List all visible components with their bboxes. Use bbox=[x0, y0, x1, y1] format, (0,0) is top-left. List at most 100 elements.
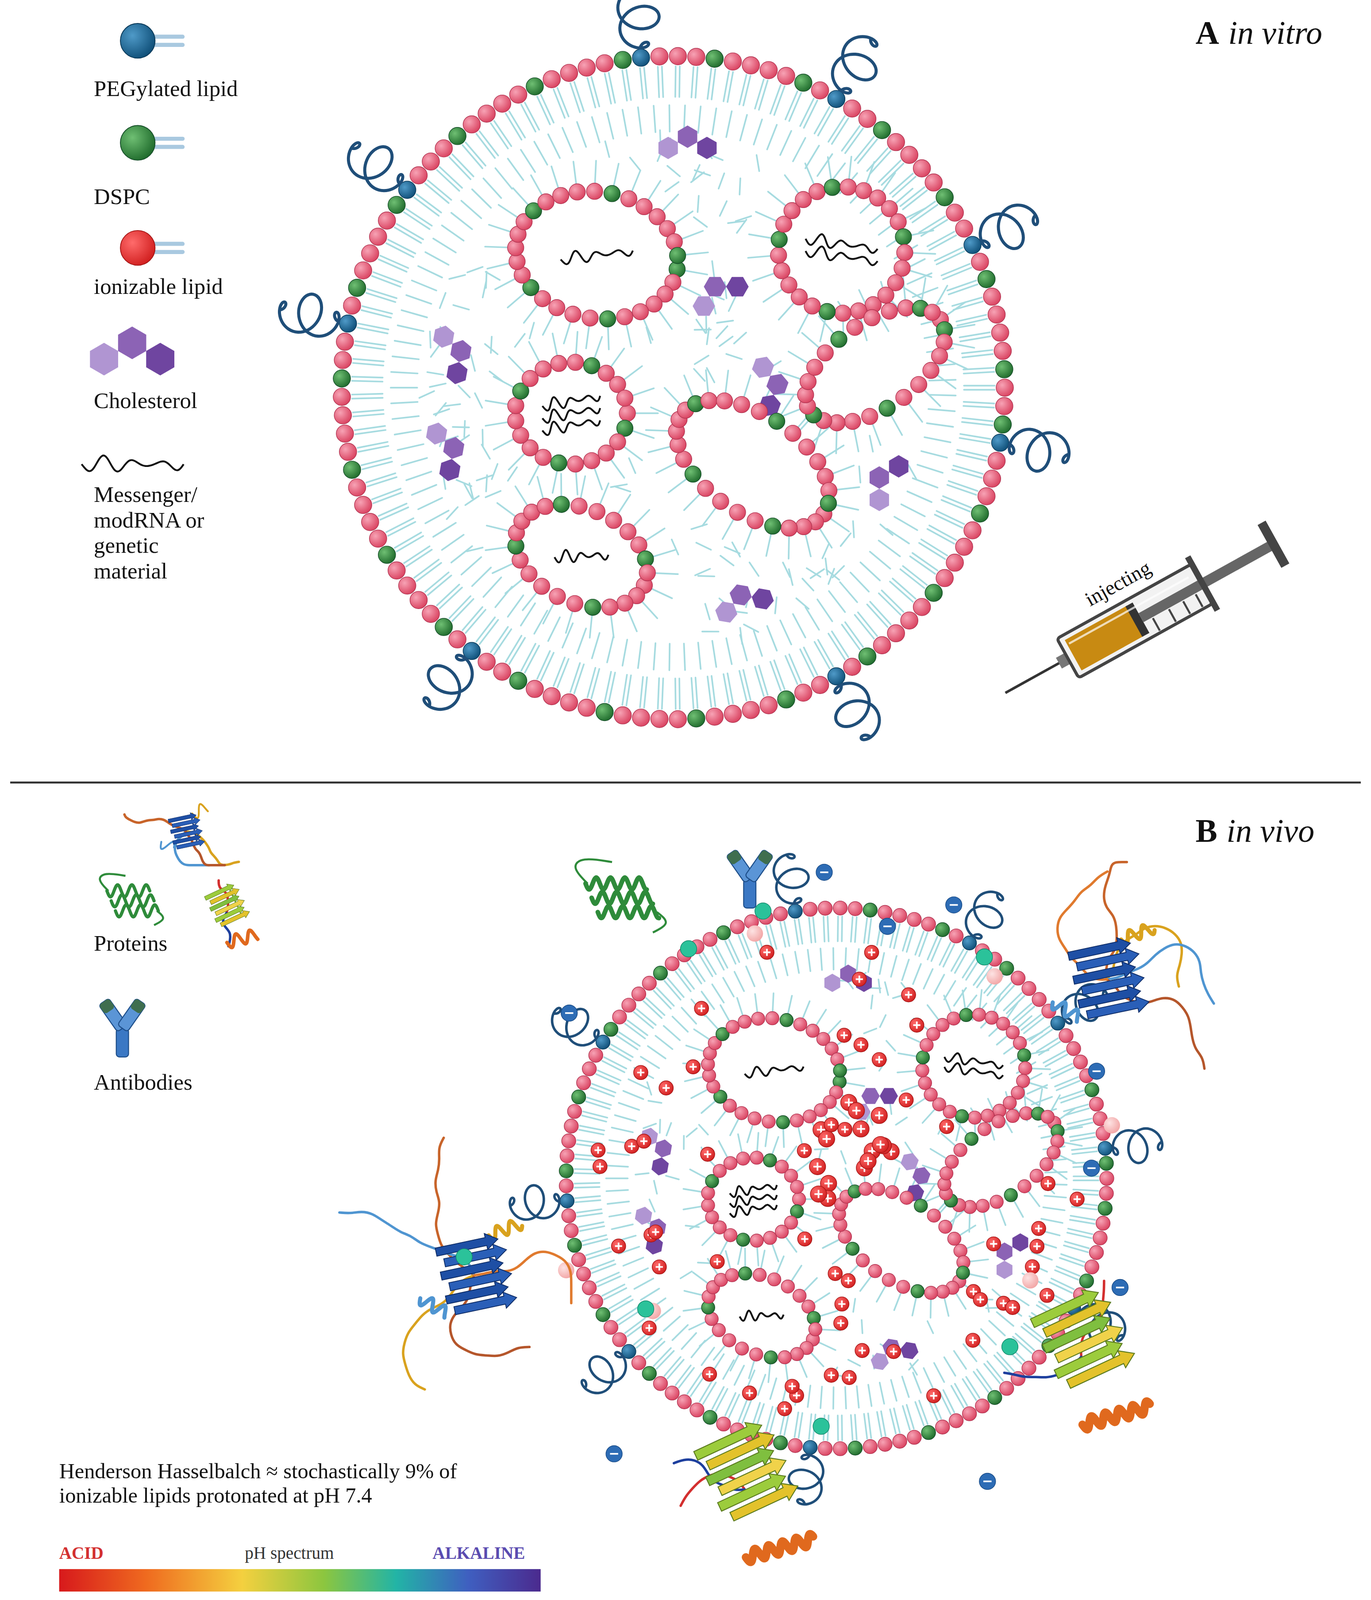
lipid-tail bbox=[577, 628, 586, 654]
lipid-tail bbox=[495, 278, 516, 290]
lipid-tail bbox=[827, 916, 829, 942]
lipid-tail bbox=[687, 1373, 702, 1395]
lipid-tail bbox=[870, 995, 873, 1009]
lipid-tail bbox=[576, 1209, 602, 1213]
lipid-tail bbox=[758, 1374, 766, 1395]
lipid-tail bbox=[404, 546, 430, 563]
lipid-head bbox=[601, 598, 619, 616]
lipid-tail bbox=[610, 615, 614, 638]
protonated-lipid bbox=[854, 1343, 870, 1358]
lipid-tail bbox=[981, 1328, 997, 1345]
lipid-head bbox=[733, 396, 750, 413]
protonated-lipid bbox=[939, 1119, 954, 1134]
lipid-tail bbox=[749, 234, 772, 238]
lipid-head bbox=[537, 193, 555, 211]
syringe-flange bbox=[1185, 555, 1221, 613]
lipid-head bbox=[1099, 1170, 1114, 1186]
lipid-tail bbox=[930, 1148, 947, 1159]
lipid-head bbox=[599, 310, 617, 328]
lipid-tail bbox=[772, 1136, 779, 1155]
lipid-tail bbox=[1051, 1167, 1067, 1179]
lipid-tail bbox=[908, 465, 917, 480]
lipid-tail bbox=[435, 402, 446, 416]
lipid-head bbox=[705, 708, 724, 726]
lipid-tail bbox=[941, 499, 970, 512]
lipid-tail bbox=[712, 108, 717, 135]
lipid-tail bbox=[816, 1009, 826, 1025]
lipid-tail bbox=[596, 1272, 620, 1283]
lipid-head bbox=[567, 354, 584, 371]
cholesterol-icon bbox=[684, 262, 752, 321]
lipid-tail bbox=[877, 1411, 882, 1437]
protonated-lipid bbox=[1031, 1220, 1046, 1236]
lipid-head bbox=[788, 1438, 803, 1453]
lipid-head bbox=[409, 166, 428, 185]
lipid-tail bbox=[799, 1359, 807, 1377]
lipid-tail bbox=[439, 292, 446, 309]
lipid-tail bbox=[905, 1142, 913, 1154]
lipid-tail bbox=[796, 598, 809, 609]
plus-sign bbox=[596, 1163, 604, 1171]
rna-strand bbox=[728, 1189, 778, 1208]
lipid-tail bbox=[905, 207, 926, 219]
lipid-tail bbox=[1070, 1132, 1095, 1137]
lipid-head bbox=[689, 1402, 705, 1418]
lipid-tail bbox=[1032, 1068, 1051, 1070]
lipid-tail bbox=[543, 315, 554, 336]
lipid-tail bbox=[788, 351, 808, 363]
lipid-tail bbox=[937, 375, 956, 389]
lipid-tail bbox=[1063, 1245, 1088, 1252]
lipid-tail bbox=[818, 1342, 836, 1350]
cholesterol-ring bbox=[899, 1152, 921, 1171]
lipid-tail bbox=[983, 1212, 988, 1231]
protonated-lipid bbox=[909, 1017, 925, 1033]
lipid-tail bbox=[783, 1128, 785, 1148]
lipid-tail bbox=[591, 77, 600, 107]
lipid-tail bbox=[841, 126, 860, 151]
lipid-head bbox=[604, 1022, 619, 1037]
antibody-tip bbox=[726, 849, 743, 866]
lipid-tail bbox=[881, 163, 904, 185]
lipid-head bbox=[1066, 1041, 1081, 1056]
lipid-tail bbox=[483, 178, 501, 198]
lipid-tail bbox=[626, 69, 632, 101]
lipid-tail bbox=[947, 359, 968, 370]
lipid-tail bbox=[730, 1118, 739, 1136]
lipid-head bbox=[712, 492, 729, 510]
lipid-tail bbox=[642, 601, 658, 619]
lipid-head bbox=[765, 1011, 779, 1025]
lipid-head bbox=[388, 561, 406, 579]
lipid-tail bbox=[854, 916, 857, 942]
lipid-tail bbox=[663, 1316, 681, 1331]
lipid-tail bbox=[431, 343, 441, 358]
lipid-tail bbox=[353, 358, 384, 362]
protein-structure bbox=[1049, 862, 1214, 1069]
lipid-tail bbox=[537, 476, 544, 499]
lipid-tail bbox=[803, 1178, 821, 1185]
lipid-head bbox=[775, 1224, 789, 1239]
lipid-head bbox=[653, 1376, 668, 1391]
lipid-head bbox=[537, 498, 554, 515]
lipid-tail bbox=[820, 1310, 838, 1316]
lipid-tail bbox=[915, 931, 924, 955]
lipid-tail bbox=[814, 1212, 833, 1214]
plus-sign bbox=[852, 1106, 861, 1115]
lipid-head bbox=[493, 662, 511, 681]
lipid-tail bbox=[845, 128, 863, 154]
plus-sign bbox=[857, 1041, 865, 1049]
lipid-head bbox=[871, 1182, 886, 1196]
lipid-head bbox=[858, 1182, 873, 1196]
lipid-head bbox=[877, 286, 894, 304]
lipid-tail bbox=[442, 225, 464, 241]
protonated-lipid bbox=[899, 1092, 914, 1107]
lipid-tail bbox=[520, 149, 536, 172]
lipid-tail bbox=[828, 568, 835, 584]
lipid-head bbox=[845, 1241, 859, 1256]
lipid-tail bbox=[734, 1365, 745, 1385]
lipid-tail bbox=[623, 446, 643, 461]
lipid-head bbox=[339, 442, 357, 461]
lipid-head bbox=[730, 919, 745, 934]
lipid-tail bbox=[628, 1078, 648, 1089]
lipid-head bbox=[924, 173, 943, 192]
lipid-head bbox=[895, 388, 913, 406]
